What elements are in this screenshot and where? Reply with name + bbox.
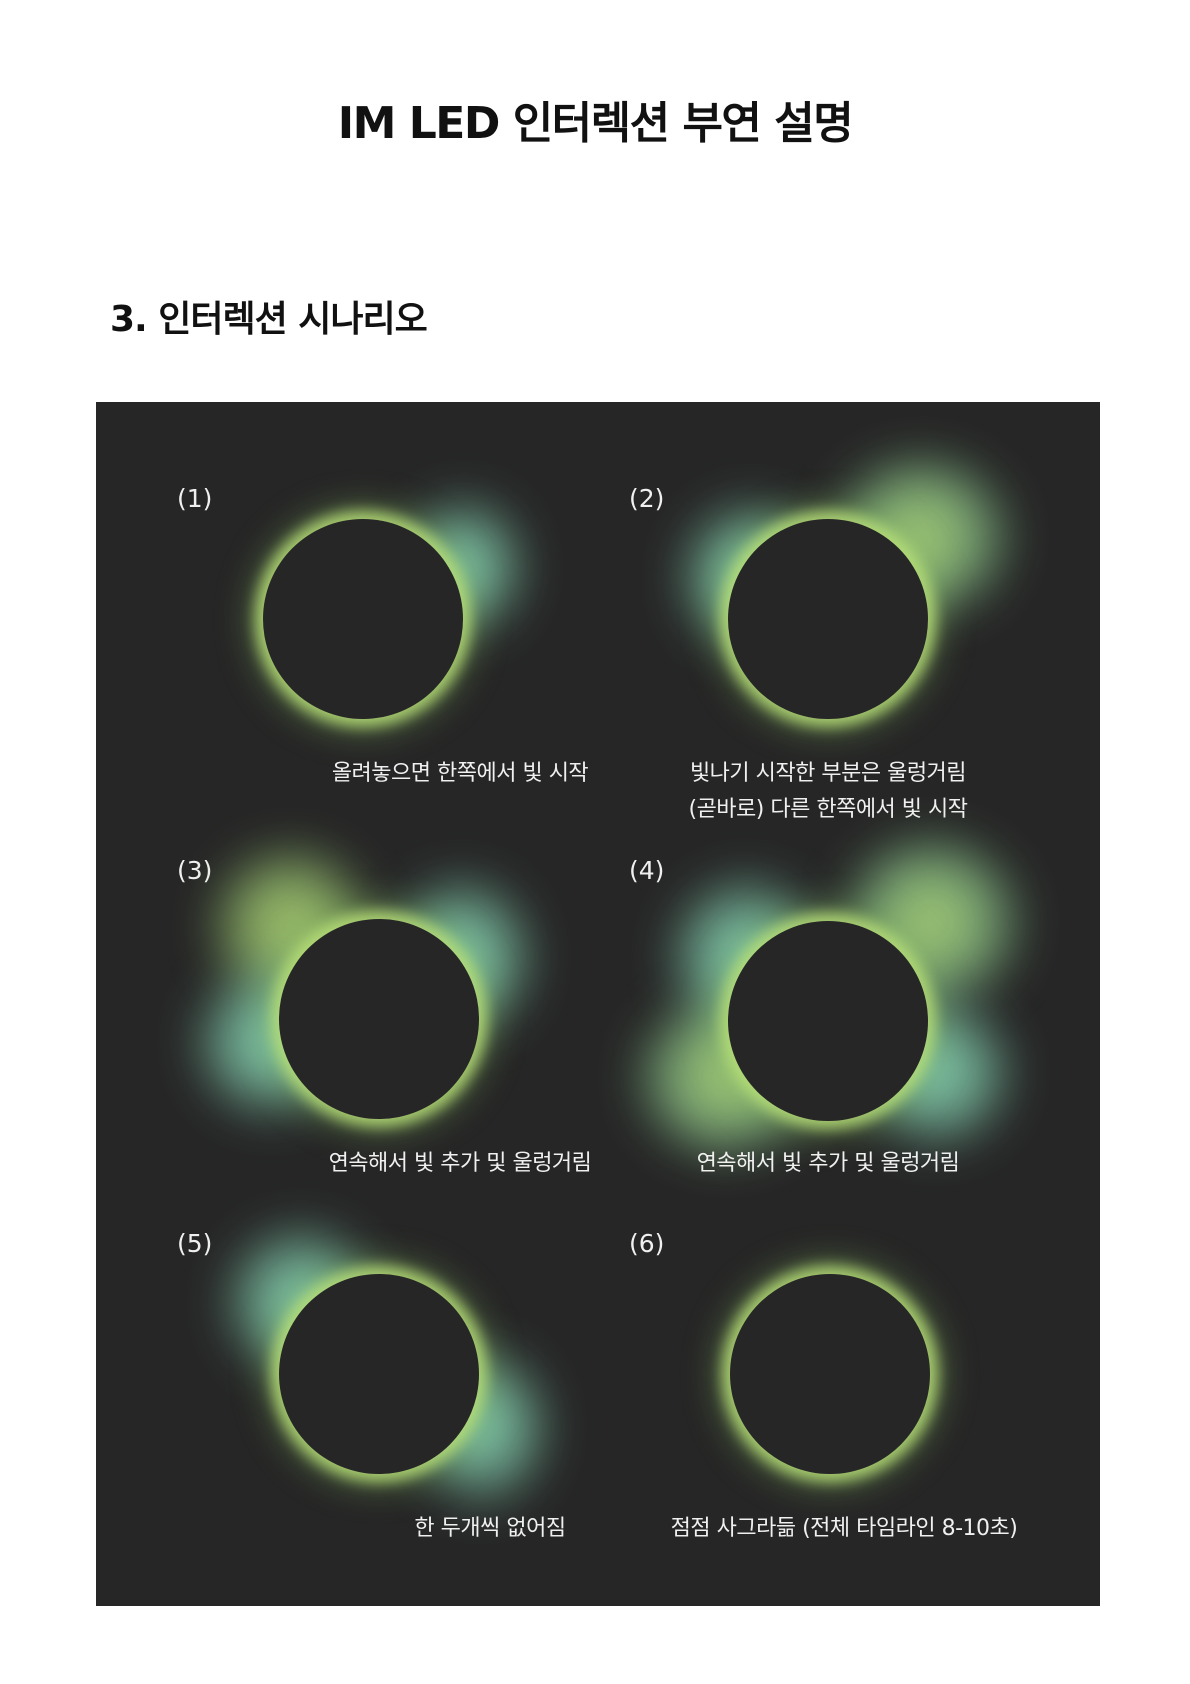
step-caption: 빛나기 시작한 부분은 울렁거림 (곧바로) 다른 한쪽에서 빛 시작 <box>688 761 968 822</box>
step-caption: 연속해서 빛 추가 및 울렁거림 <box>328 1151 592 1176</box>
step-label: (4) <box>629 856 665 885</box>
led-ring <box>279 1274 479 1474</box>
section-title: 3. 인터렉션 시나리오 <box>110 299 428 340</box>
step-label: (1) <box>177 484 213 513</box>
led-ring <box>728 921 928 1121</box>
step-label: (3) <box>177 856 213 885</box>
interaction-scenario-panel: (1) 올려놓으면 한쪽에서 빛 시작 (2) 빛나기 시작한 부분은 울렁거림… <box>96 402 1100 1606</box>
step-caption: 연속해서 빛 추가 및 울렁거림 <box>696 1151 960 1176</box>
led-ring <box>263 519 463 719</box>
led-ring <box>279 919 479 1119</box>
led-ring <box>728 519 928 719</box>
document-title: IM LED 인터렉션 부연 설명 <box>337 98 854 149</box>
step-label: (6) <box>629 1229 665 1258</box>
step-label: (2) <box>629 484 665 513</box>
step-caption: 올려놓으면 한쪽에서 빛 시작 <box>331 761 589 786</box>
step-caption: 한 두개씩 없어짐 <box>414 1516 566 1541</box>
step-label: (5) <box>177 1229 213 1258</box>
step-caption: 점점 사그라듦 (전체 타임라인 8-10초) <box>670 1516 1018 1541</box>
led-ring <box>730 1274 930 1474</box>
